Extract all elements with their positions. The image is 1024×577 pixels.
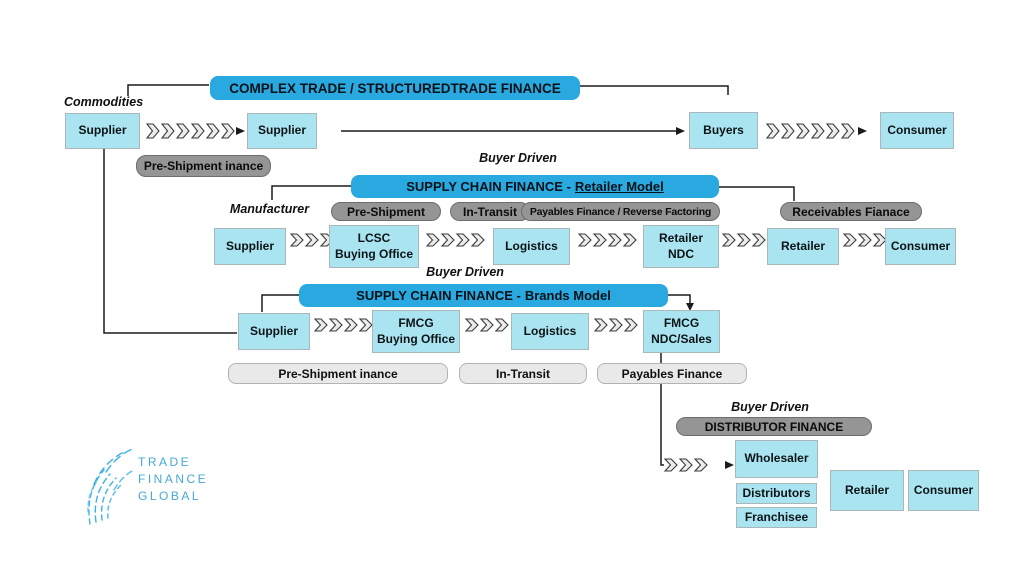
distributors-box: Distributors (736, 483, 817, 504)
logo-line-global: GLOBAL (138, 489, 202, 503)
supplier-box-commodities: Supplier (65, 113, 140, 149)
scf-retailer-header-prefix: SUPPLY CHAIN FINANCE - (406, 179, 571, 194)
supplier-box-brands: Supplier (238, 313, 310, 350)
scf-brands-header-model: Brands Model (524, 288, 611, 303)
tfg-logo-arcs-icon (87, 447, 136, 525)
chevron-arrow-flow (664, 458, 711, 472)
buyer-driven-label-brands: Buyer Driven (426, 265, 504, 279)
chevron-arrow-flow (594, 318, 641, 332)
fmcg-ndc-sales-box: FMCG NDC/Sales (643, 310, 720, 353)
pre-shipment-pill: Pre-Shipment (331, 202, 441, 221)
chevron-arrow-flow (426, 233, 488, 247)
chevron-arrow-flow (722, 233, 769, 247)
buyers-box: Buyers (689, 112, 758, 149)
retailer-ndc-box: Retailer NDC (643, 225, 719, 268)
scf-retailer-header: SUPPLY CHAIN FINANCE - Retailer Model (351, 175, 719, 198)
consumer-box-complex: Consumer (880, 112, 954, 149)
buyer-driven-label-distributor: Buyer Driven (731, 400, 809, 414)
logo-line-trade: TRADE (138, 455, 192, 469)
lcsc-buying-office-box: LCSC Buying Office (329, 225, 419, 268)
logo-line-finance: FINANCE (138, 472, 209, 486)
chevron-arrow-flow (766, 123, 858, 139)
chevron-arrow-flow (843, 233, 890, 247)
receivables-finance-pill: Receivables Fianace (780, 202, 922, 221)
supplier-box-retailer: Supplier (214, 228, 286, 265)
payables-finance-light-pill: Payables Finance (597, 363, 747, 384)
manufacturer-label: Manufacturer (229, 202, 310, 216)
wholesaler-box: Wholesaler (735, 440, 818, 478)
in-transit-pill: In-Transit (450, 202, 530, 221)
logistics-box-retailer: Logistics (493, 228, 570, 265)
retailer-box-distributor: Retailer (830, 470, 904, 511)
distributor-finance-header-pill: DISTRIBUTOR FINANCE (676, 417, 872, 436)
franchisee-box: Franchisee (736, 507, 817, 528)
payables-reverse-factoring-pill: Payables Finance / Reverse Factoring (521, 202, 720, 221)
scf-brands-header-prefix: SUPPLY CHAIN FINANCE - (356, 288, 521, 303)
consumer-box-distributor: Consumer (908, 470, 979, 511)
consumer-box-retailer: Consumer (885, 228, 956, 265)
scf-retailer-header-model: Retailer Model (574, 179, 664, 194)
pre-shipment-finance-light-pill: Pre-Shipment inance (228, 363, 448, 384)
chevron-arrow-flow (314, 318, 376, 332)
supplier-box-complex: Supplier (247, 113, 317, 149)
in-transit-light-pill: In-Transit (459, 363, 587, 384)
complex-trade-header: COMPLEX TRADE / STRUCTUREDTRADE FINANCE (210, 76, 580, 100)
chevron-arrow-flow (578, 233, 640, 247)
chevron-arrow-flow (146, 123, 238, 139)
scf-brands-header: SUPPLY CHAIN FINANCE - Brands Model (299, 284, 668, 307)
buyer-driven-label-retailer: Buyer Driven (479, 151, 557, 165)
retailer-box: Retailer (767, 228, 839, 265)
chevron-arrow-flow (465, 318, 512, 332)
tfg-logo: TRADE FINANCE GLOBAL (80, 432, 220, 532)
fmcg-buying-office-box: FMCG Buying Office (372, 310, 460, 353)
pre-shipment-finance-pill: Pre-Shipment inance (136, 155, 271, 177)
commodities-label: Commodities (64, 95, 144, 109)
logistics-box-brands: Logistics (511, 313, 589, 350)
